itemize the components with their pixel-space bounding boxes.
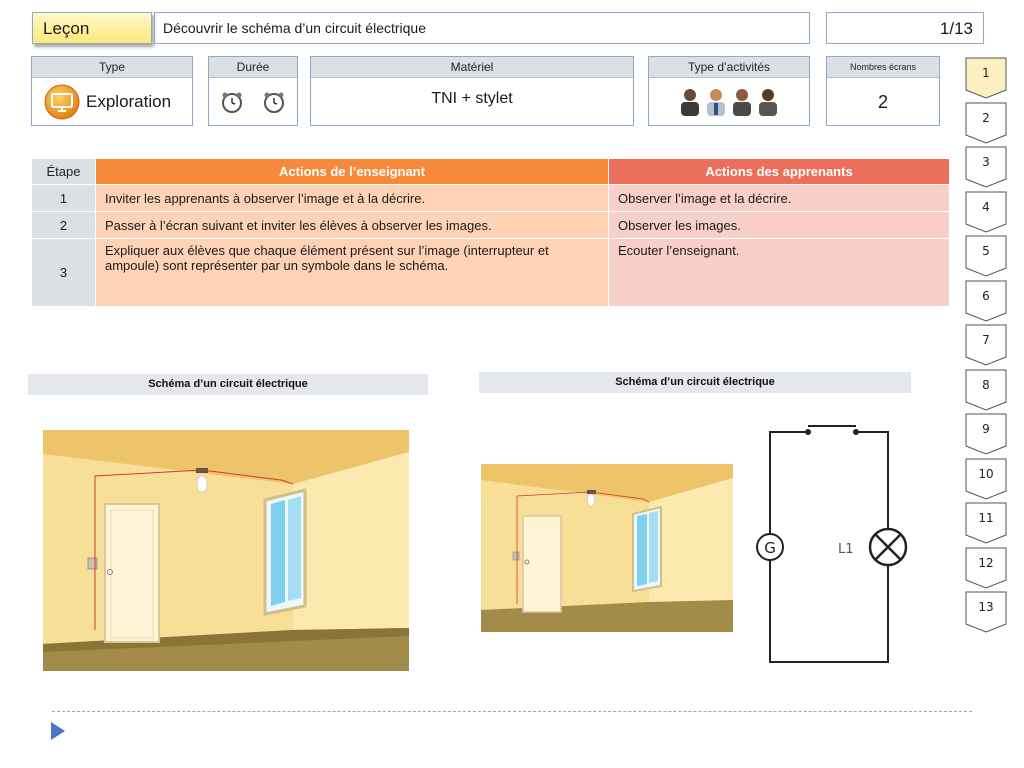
teacher-action: Passer à l’écran suivant et inviter les …	[95, 211, 609, 239]
learner-action: Observer les images.	[608, 211, 950, 239]
caption-left: Schéma d’un circuit électrique	[28, 374, 428, 395]
generator-label: G	[764, 539, 776, 557]
steps-table: Étape Actions de l’enseignant Actions de…	[31, 158, 950, 307]
room-illustration-left	[43, 430, 409, 671]
room-illustration-right	[481, 464, 733, 632]
circuit-schematic: G L1	[756, 425, 908, 663]
ecrans-box: Nombres écrans 2	[826, 56, 940, 126]
materiel-label: Matériel	[311, 57, 633, 78]
materiel-box: Matériel TNI + stylet	[310, 56, 634, 126]
ecrans-label: Nombres écrans	[827, 57, 939, 78]
activites-box: Type d’activités	[648, 56, 810, 126]
screen-tab-label: 3	[982, 155, 990, 169]
group-people-icon	[681, 88, 777, 116]
footer-divider	[52, 711, 972, 712]
screen-tab-1[interactable]: 1	[964, 56, 1008, 100]
screen-tab-label: 11	[978, 511, 994, 525]
screen-tab-12[interactable]: 12	[964, 546, 1008, 590]
screen-tab-label: 7	[982, 333, 990, 347]
screen-tab-7[interactable]: 7	[964, 323, 1008, 367]
duree-box: Durée	[208, 56, 298, 126]
screen-tab-label: 8	[982, 377, 990, 392]
screen-tab-9[interactable]: 9	[964, 412, 1008, 456]
step-number: 1	[31, 184, 96, 212]
screen-tab-10[interactable]: 10	[964, 457, 1008, 501]
step-number: 2	[31, 211, 96, 239]
play-arrow-icon[interactable]	[51, 722, 65, 740]
screen-tab-13[interactable]: 13	[964, 590, 1008, 634]
screen-tab-2[interactable]: 2	[964, 101, 1008, 145]
screen-tab-label: 1	[982, 66, 990, 80]
table-row: 3 Expliquer aux élèves que chaque élémen…	[31, 238, 950, 307]
generator-symbol	[756, 533, 784, 561]
screen-tab-label: 2	[982, 110, 990, 125]
screen-tab-5[interactable]: 5	[964, 234, 1008, 278]
type-label: Type	[32, 57, 192, 78]
clock-icon	[222, 92, 242, 113]
screen-icon	[44, 84, 80, 119]
screen-tab-label: 12	[978, 555, 994, 570]
step-number: 3	[31, 238, 96, 307]
screen-tab-3[interactable]: 3	[964, 145, 1008, 189]
ecrans-value: 2	[877, 92, 888, 112]
screen-tab-8[interactable]: 8	[964, 368, 1008, 412]
col-header-etape: Étape	[31, 158, 96, 185]
screen-tab-4[interactable]: 4	[964, 190, 1008, 234]
col-header-teacher: Actions de l’enseignant	[95, 158, 609, 185]
caption-right: Schéma d’un circuit électrique	[479, 372, 911, 393]
duree-label: Durée	[209, 57, 297, 78]
lamp-label: L1	[838, 542, 854, 557]
screen-tab-label: 13	[978, 600, 994, 614]
screen-tab-label: 10	[978, 466, 994, 481]
table-row: 1 Inviter les apprenants à observer l’im…	[31, 184, 950, 212]
clock-icon	[264, 92, 284, 113]
lesson-label: Leçon	[32, 12, 152, 44]
screen-tab-6[interactable]: 6	[964, 279, 1008, 323]
screen-tab-label: 4	[982, 199, 990, 214]
teacher-action: Inviter les apprenants à observer l’imag…	[95, 184, 609, 212]
screen-tab-label: 5	[982, 244, 990, 258]
materiel-value: TNI + stylet	[431, 90, 513, 107]
screen-tab-label: 9	[982, 422, 990, 436]
activites-label: Type d’activités	[649, 57, 809, 78]
screen-tab-label: 6	[982, 288, 990, 303]
table-row: 2 Passer à l’écran suivant et inviter le…	[31, 211, 950, 239]
learner-action: Observer l’image et la décrire.	[608, 184, 950, 212]
learner-action: Ecouter l’enseignant.	[608, 238, 950, 307]
col-header-learner: Actions des apprenants	[608, 158, 950, 185]
page-counter: 1/13	[826, 12, 984, 44]
type-value: Exploration	[86, 91, 172, 111]
lesson-title: Découvrir le schéma d’un circuit électri…	[154, 12, 810, 44]
teacher-action: Expliquer aux élèves que chaque élément …	[95, 238, 609, 307]
screen-tab-11[interactable]: 11	[964, 501, 1008, 545]
type-box: Type Exploration	[31, 56, 193, 126]
